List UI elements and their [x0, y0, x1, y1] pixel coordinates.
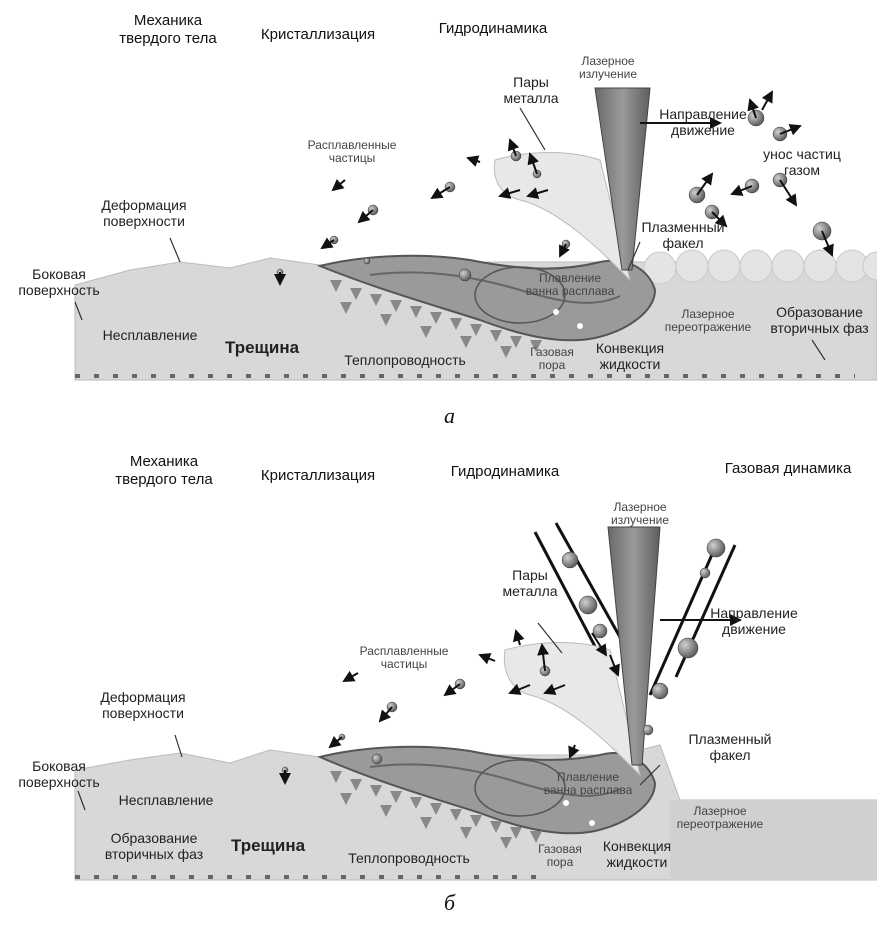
header-crystallization: Кристаллизация: [248, 26, 388, 44]
header-hydrodynamics: Гидродинамика: [423, 20, 563, 38]
label-plasma-plume: Плазменный факел: [628, 219, 738, 251]
label-gas-pore: Газовая пора: [522, 346, 582, 372]
label-melting-pool: Плавление ванна расплава: [520, 272, 620, 298]
caption-a: а: [444, 403, 455, 429]
label-molten-particles-b: Расплавленные частицы: [342, 645, 466, 671]
label-gas-pore-b: Газовая пора: [530, 843, 590, 869]
label-secondary-phases-b: Образование вторичных фаз: [95, 830, 213, 862]
header-crystallization-b: Кристаллизация: [246, 467, 390, 485]
label-surface-deformation-b: Деформация поверхности: [82, 689, 204, 721]
header-gas-dynamics-b: Газовая динамика: [708, 460, 868, 478]
label-side-surface-b: Боковая поверхность: [6, 758, 112, 790]
label-melting-pool-b: Плавление ванна расплава: [538, 771, 638, 797]
label-lack-of-fusion-b: Несплавление: [108, 792, 224, 808]
label-crack: Трещина: [212, 340, 312, 356]
label-lack-of-fusion: Несплавление: [92, 327, 208, 343]
label-liquid-convection: Конвекция жидкости: [585, 340, 675, 372]
header-solid-mechanics-b: Механика твердого тела: [104, 453, 224, 489]
panel-a: Механика твердого тела Кристаллизация Ги…: [0, 0, 877, 400]
label-laser-radiation: Лазерное излучение: [560, 55, 656, 81]
label-gas-removal: унос частиц газом: [752, 146, 852, 178]
caption-b: б: [444, 890, 455, 916]
header-hydrodynamics-b: Гидродинамика: [430, 463, 580, 481]
label-laser-reflection-b: Лазерное переотражение: [672, 805, 768, 831]
label-plasma-plume-b: Плазменный факел: [670, 731, 790, 763]
label-laser-reflection: Лазерное переотражение: [660, 308, 756, 334]
label-laser-radiation-b: Лазерное излучение: [592, 501, 688, 527]
label-liquid-convection-b: Конвекция жидкости: [592, 838, 682, 870]
label-heat-conduction: Теплопроводность: [330, 352, 480, 368]
panel-b: Механика твердого тела Кристаллизация Ги…: [0, 445, 877, 885]
label-heat-conduction-b: Теплопроводность: [334, 850, 484, 866]
header-solid-mechanics: Механика твердого тела: [108, 12, 228, 48]
label-metal-vapor-b: Пары металла: [490, 567, 570, 599]
label-direction: Направление движение: [648, 106, 758, 138]
label-metal-vapor: Пары металла: [496, 74, 566, 106]
label-crack-b: Трещина: [218, 838, 318, 854]
label-molten-particles: Расплавленные частицы: [290, 139, 414, 165]
label-direction-b: Направление движение: [694, 605, 814, 637]
label-surface-deformation: Деформация поверхности: [84, 197, 204, 229]
label-side-surface: Боковая поверхность: [6, 266, 112, 298]
label-secondary-phases: Образование вторичных фаз: [762, 304, 877, 336]
